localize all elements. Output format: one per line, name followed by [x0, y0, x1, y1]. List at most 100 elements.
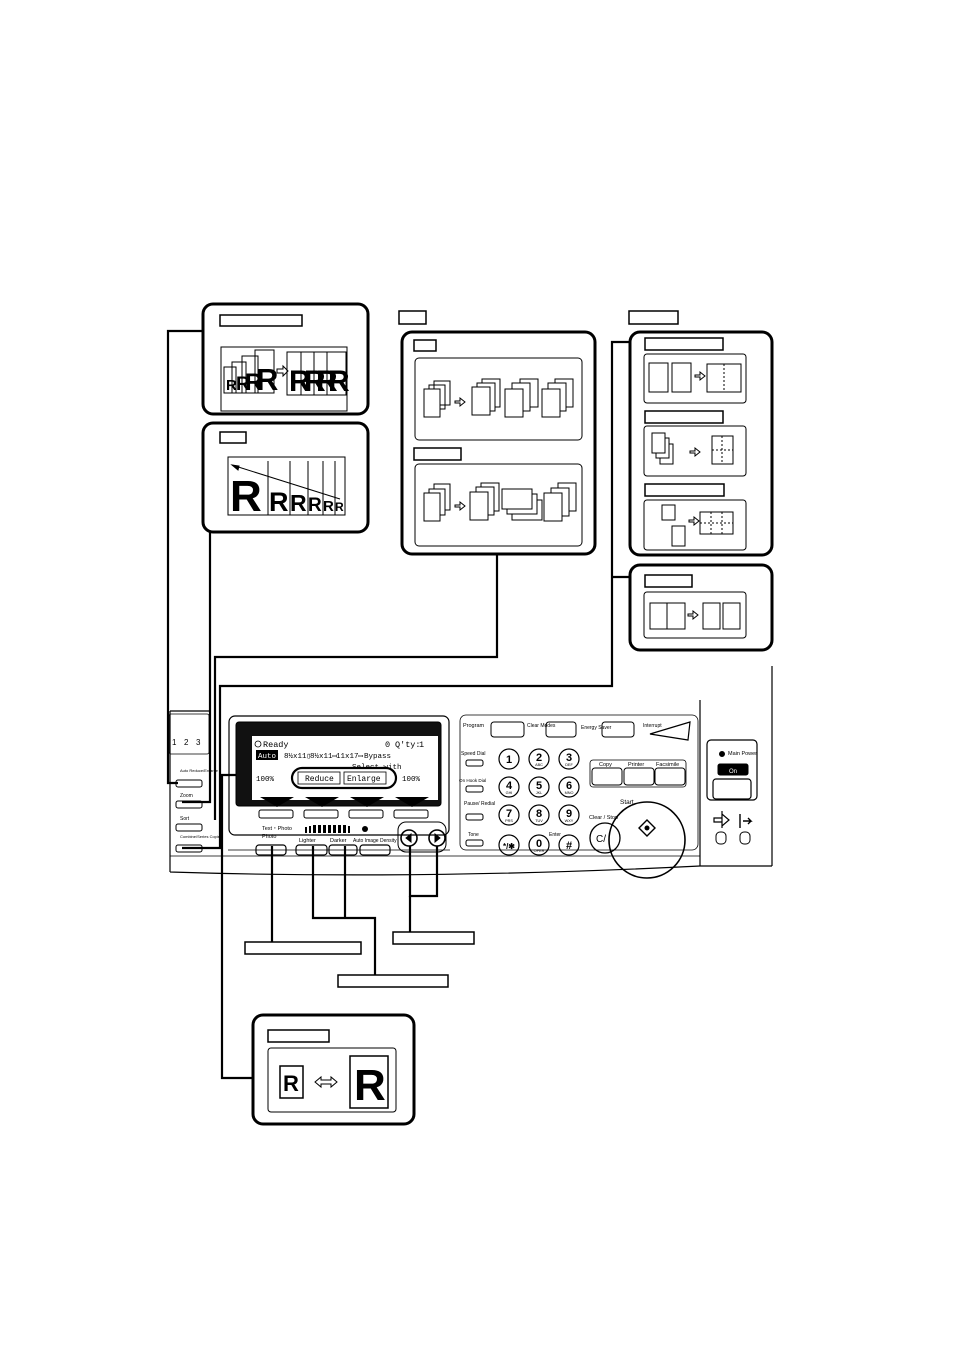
clear-stop-symbol: C/: [596, 834, 606, 845]
sort-key[interactable]: [175, 823, 203, 832]
clear-stop-key[interactable]: [589, 822, 621, 854]
soft-key-arrows: [260, 797, 429, 807]
soft-keys[interactable]: [258, 809, 429, 819]
keypad-key-7[interactable]: [528, 804, 550, 826]
keypad-key-6[interactable]: [498, 804, 520, 826]
svg-text:3: 3: [196, 738, 201, 747]
keypad-key-5[interactable]: [558, 776, 580, 798]
keypad-key-9[interactable]: [498, 834, 520, 856]
label-facsimile: Facsimile: [656, 762, 679, 768]
label-clear-stop: Clear / Stop: [589, 815, 618, 821]
combine-series-key[interactable]: [175, 844, 203, 853]
reduce-button-label[interactable]: Reduce: [305, 775, 334, 784]
paper-tray-2[interactable]: 8½x11▭: [310, 752, 338, 761]
darker-key[interactable]: [328, 844, 358, 856]
paper-tray-1[interactable]: 8½x11▯: [284, 752, 311, 761]
label-on: On: [729, 769, 737, 775]
keypad-key-number: 7: [506, 808, 512, 820]
enlarge-button-label[interactable]: Enlarge: [347, 775, 381, 784]
energy-saver-key[interactable]: [601, 721, 635, 738]
label-auto-reduce: Auto Reduce/Enlarge: [180, 768, 219, 773]
keypad-key-number: 4: [506, 780, 513, 792]
keypad-key-11[interactable]: [558, 834, 580, 856]
tone-key[interactable]: [465, 839, 484, 847]
callout-combine: [628, 310, 774, 557]
label-sort: Sort: [180, 816, 190, 822]
data-in-icon: [713, 811, 730, 828]
callout-sort: [398, 310, 597, 556]
paper-bypass[interactable]: Bypass: [364, 753, 391, 761]
keypad-key-1[interactable]: [528, 748, 550, 770]
speed-dial-key[interactable]: [465, 759, 484, 767]
start-icon: [638, 819, 656, 837]
svg-text:R: R: [283, 1071, 299, 1096]
keypad-key-number: */✱: [503, 842, 515, 851]
paper-tray-3[interactable]: 11x17▭: [336, 753, 364, 761]
paper-auto[interactable]: Auto: [258, 753, 277, 761]
label-enter: Enter: [549, 832, 561, 838]
keypad-key-0[interactable]: [498, 748, 520, 770]
printer-key[interactable]: [623, 767, 655, 786]
label-tone: Tone: [468, 832, 479, 838]
svg-text:R: R: [354, 1061, 386, 1110]
original-type-key[interactable]: [255, 844, 287, 856]
label-interrupt: Interrupt: [643, 723, 662, 729]
label-speed-dial: Speed Dial: [461, 751, 485, 757]
label-energy-saver: Energy Saver: [581, 725, 612, 731]
auto-reduce-enlarge-key[interactable]: [175, 779, 203, 788]
keypad-key-number: 3: [566, 752, 572, 764]
label-pause-redial: Pause/ Redial: [464, 801, 495, 807]
svg-text:R: R: [304, 365, 326, 398]
keypad-key-3[interactable]: [498, 776, 520, 798]
svg-text:R: R: [335, 500, 344, 514]
callout-letters: R R R R R R R R R R R R R R R R: [226, 362, 386, 1110]
svg-text:R: R: [290, 490, 307, 516]
pause-redial-key[interactable]: [465, 813, 484, 821]
keypad-key-letters: JKL: [536, 791, 543, 795]
label-box-1: [244, 941, 362, 955]
label-program: Program: [463, 723, 485, 729]
qty-value: 1: [419, 740, 424, 750]
facsimile-key[interactable]: [654, 767, 686, 786]
label-zoom: Zoom: [180, 793, 193, 799]
program-key[interactable]: [490, 721, 525, 738]
arrow-left-key[interactable]: [400, 829, 418, 847]
zoom-key[interactable]: [175, 800, 203, 809]
lighter-key[interactable]: [295, 844, 328, 856]
callout-auto-reduce-enlarge: [201, 302, 370, 416]
keypad-key-2[interactable]: [558, 748, 580, 770]
keypad-key-10[interactable]: [528, 834, 550, 856]
status-text: Ready: [263, 740, 289, 750]
copy-key[interactable]: [591, 767, 623, 786]
main-power-on-indicator: [717, 763, 749, 776]
callout-zoom: [201, 421, 370, 534]
svg-text:R: R: [230, 472, 262, 521]
start-key[interactable]: [608, 801, 686, 879]
keypad-key-letters: TUV: [535, 819, 543, 823]
on-hook-dial-key[interactable]: [465, 785, 484, 793]
arrow-right-key[interactable]: [428, 829, 446, 847]
label-copy: Copy: [599, 762, 612, 768]
interrupt-key[interactable]: [649, 721, 691, 741]
keypad-key-number: #: [566, 840, 572, 852]
keypad-key-letters: MNO: [565, 791, 574, 795]
keypad-key-4[interactable]: [528, 776, 550, 798]
panel-body: [168, 666, 773, 876]
ratio-right: 100%: [402, 776, 421, 784]
clear-modes-key[interactable]: [545, 721, 577, 738]
keypad-key-number: 1: [506, 754, 512, 766]
svg-text:R: R: [245, 369, 262, 396]
label-start: Start: [620, 799, 634, 806]
keypad-key-number: 5: [536, 780, 542, 792]
label-darker: Darker: [330, 838, 347, 844]
keypad-key-letters: ABC: [535, 763, 543, 767]
callout-reduce-enlarge: [251, 1013, 416, 1126]
auto-density-key[interactable]: [359, 844, 391, 856]
callout-series-copies: [628, 563, 774, 652]
label-clear-modes: Clear Modes: [527, 723, 556, 729]
svg-text:R: R: [323, 498, 334, 515]
keypad-key-8[interactable]: [558, 804, 580, 826]
keypad[interactable]: [498, 748, 580, 856]
